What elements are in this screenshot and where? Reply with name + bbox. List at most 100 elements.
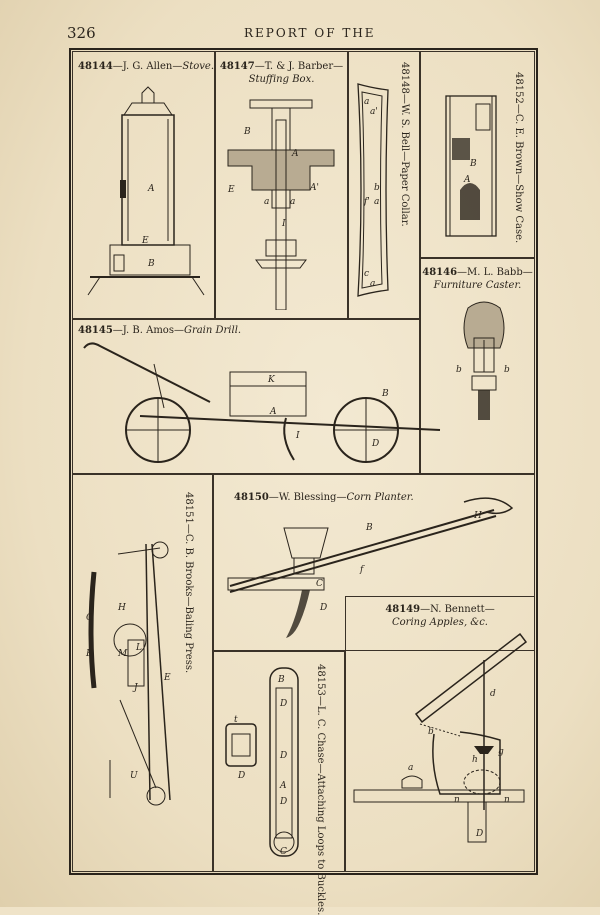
- invention-title: Coring Apples, &c.: [392, 617, 488, 628]
- figure-caster: b b: [456, 301, 510, 420]
- label-B: B: [365, 523, 373, 533]
- caption-corn-planter: 48150—W. Blessing—Corn Planter.: [234, 492, 414, 503]
- invention-title: Attaching Loops to Buckles.: [315, 773, 326, 915]
- caption-stove: 48144—J. G. Allen—Stove.: [78, 61, 214, 72]
- label-n: n: [504, 795, 510, 805]
- label-E: E: [163, 673, 171, 683]
- label-U: U: [130, 771, 138, 781]
- label-K: K: [267, 375, 276, 385]
- patent-number: 48144: [78, 61, 113, 72]
- label-a: a: [374, 197, 379, 207]
- label-f-prime: f': [363, 197, 370, 207]
- caption-buckle: 48153—L. C. Chase—Attaching Loops to Buc…: [315, 664, 326, 915]
- label-a: a: [364, 97, 369, 107]
- caption-coring: 48149—N. Bennett— Coring Apples, &c.: [385, 604, 495, 628]
- label-A: A: [291, 149, 299, 159]
- plate-frame: [69, 48, 538, 875]
- label-I: I: [281, 219, 286, 229]
- caption-show-case: 48152—C. E. Brown—Show Case.: [513, 72, 524, 244]
- page-header: 326 REPORT OF THE: [0, 24, 600, 46]
- label-L: L: [135, 643, 142, 653]
- invention-title: Grain Drill.: [183, 325, 242, 336]
- invention-title: Stove.: [182, 61, 214, 72]
- panel-caster: [420, 258, 535, 474]
- inventor: M. L. Babb: [467, 267, 523, 278]
- invention-title: Stuffing Box.: [248, 74, 315, 85]
- label-a: a: [408, 763, 413, 773]
- label-J: J: [132, 683, 139, 693]
- caption-paper-collar: 48148—W. S. Bell—Paper Collar.: [399, 62, 410, 227]
- figure-baling-press: G E H M L E J U: [85, 541, 171, 806]
- label-c: c: [364, 269, 369, 279]
- label-a: a: [370, 279, 375, 289]
- label-B: B: [381, 389, 389, 399]
- patent-number: 48147: [219, 61, 255, 72]
- panel-grain-drill: [72, 319, 420, 474]
- patent-number: 48153: [315, 664, 326, 696]
- patent-number: 48148: [399, 62, 410, 94]
- label-A: A: [147, 184, 155, 194]
- caption-baling-press: 48151—C. B. Brooks—Baling Press.: [183, 492, 194, 674]
- label-d: d: [490, 689, 496, 699]
- label-D: D: [371, 439, 379, 449]
- label-n: n: [454, 795, 460, 805]
- label-D: D: [279, 699, 287, 709]
- patent-number: 48145: [78, 325, 113, 336]
- inventor: J. B. Amos: [122, 325, 174, 336]
- patent-number: 48151: [183, 492, 194, 524]
- label-G: G: [86, 613, 93, 623]
- label-B: B: [469, 159, 477, 169]
- label-A-prime: A': [309, 183, 319, 193]
- label-B: B: [243, 127, 251, 137]
- figure-stove: A E B: [87, 86, 205, 296]
- label-h: h: [472, 755, 478, 765]
- invention-title: Furniture Caster.: [433, 280, 522, 291]
- label-t: t: [234, 715, 238, 725]
- label-a-prime: a': [370, 107, 378, 117]
- panel-buckle: [213, 651, 345, 872]
- caption-grain-drill: 48145—J. B. Amos—Grain Drill.: [78, 325, 242, 336]
- figure-paper-collar: a a' b a f' c a: [357, 83, 389, 297]
- inventor: N. Bennett: [430, 604, 485, 615]
- patent-number: 48149: [385, 604, 421, 615]
- label-H: H: [473, 511, 482, 521]
- patent-number: 48150: [234, 492, 269, 503]
- patent-number: 48152: [513, 72, 524, 104]
- panel-show-case: [420, 51, 535, 258]
- label-H: H: [117, 603, 126, 613]
- figure-grain-drill: K B A I D: [83, 342, 441, 463]
- inventor: W. S. Bell: [399, 103, 410, 152]
- label-E: E: [227, 185, 235, 195]
- inventor: T. & J. Barber: [264, 61, 334, 72]
- panel-stuffing-box: [215, 51, 348, 319]
- label-A: A: [279, 781, 287, 791]
- caption-caster: 48146—M. L. Babb— Furniture Caster.: [422, 267, 533, 291]
- label-g: g: [498, 747, 504, 757]
- label-E: E: [85, 649, 93, 659]
- label-A: A: [269, 407, 277, 417]
- label-b: b: [374, 183, 380, 193]
- patent-number: 48146: [422, 267, 458, 278]
- label-D: D: [237, 771, 245, 781]
- label-D: D: [279, 751, 287, 761]
- figure-coring: d b g h a n n D: [353, 632, 528, 843]
- inventor: C. B. Brooks: [183, 533, 194, 597]
- page-number: 326: [67, 24, 96, 42]
- label-b: b: [428, 727, 434, 737]
- caption-stuffing-box: 48147—T. & J. Barber— Stuffing Box.: [219, 61, 344, 85]
- running-head: REPORT OF THE: [244, 26, 376, 40]
- label-a: a: [264, 197, 269, 207]
- label-E: E: [141, 236, 149, 246]
- figure-stuffing-box: B A E A' a a I: [227, 99, 335, 310]
- panel-paper-collar: [348, 51, 420, 319]
- panel-corn-planter: [213, 474, 535, 651]
- panel-stove: [72, 51, 215, 319]
- inventor: L. C. Chase: [315, 705, 326, 764]
- label-b: b: [456, 365, 462, 375]
- label-D: D: [279, 797, 287, 807]
- inventor: C. E. Brown: [513, 113, 524, 175]
- invention-title: Corn Planter.: [346, 492, 414, 503]
- label-M: M: [117, 649, 128, 659]
- label-I: I: [295, 431, 300, 441]
- panel-coring: [345, 596, 535, 872]
